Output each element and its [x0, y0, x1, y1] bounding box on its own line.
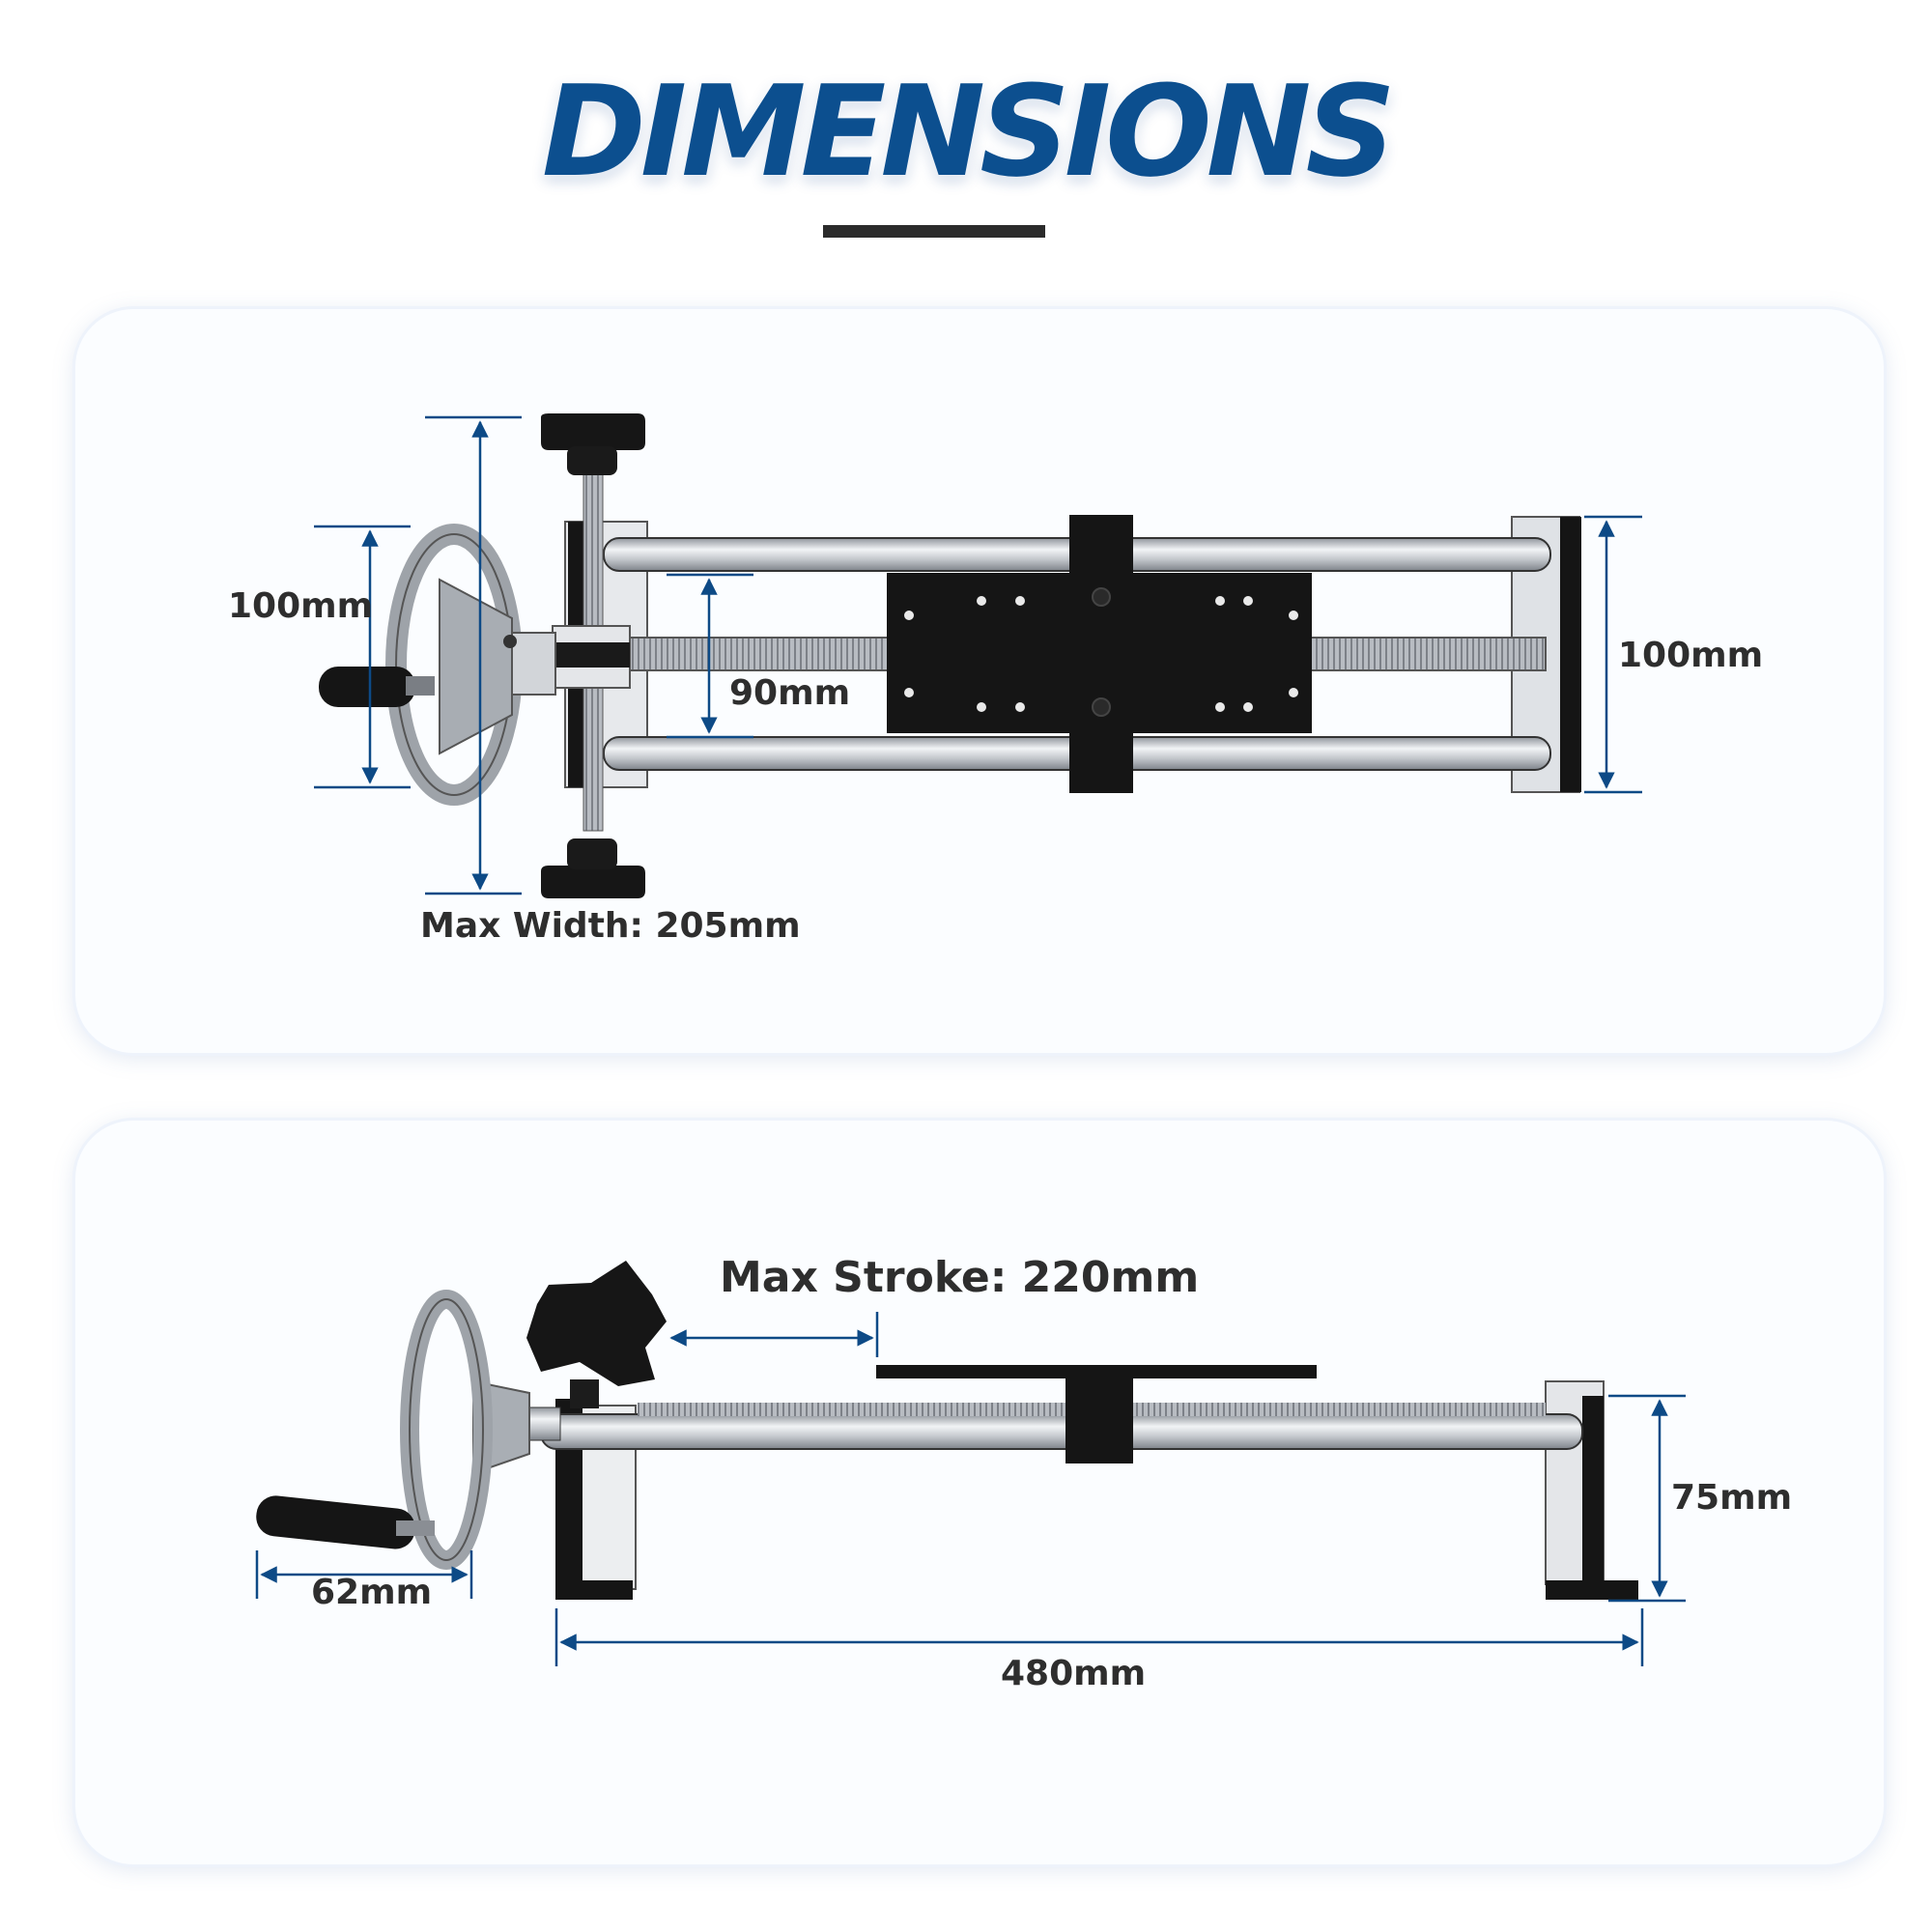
bottom-clamp-knob [541, 866, 645, 898]
left-foot [555, 1580, 633, 1600]
coupler-band [553, 642, 630, 668]
set-screw [503, 635, 517, 648]
side-view-dimensions [255, 1312, 1686, 1666]
end-height-label: 100mm [1618, 636, 1764, 675]
max-stroke-label: Max Stroke: 220mm [720, 1253, 1200, 1302]
top-knob-stem [567, 446, 617, 475]
mounting-holes [904, 596, 1298, 712]
handwheel-boss [511, 632, 556, 696]
page-title: DIMENSIONS [541, 58, 1396, 205]
side-rail [540, 1413, 1583, 1450]
rail-spacing-label: 90mm [729, 673, 851, 713]
side-carriage-plate [876, 1365, 1317, 1378]
side-crank-handle [256, 1495, 415, 1549]
plate-screw-lower [1092, 697, 1111, 717]
crank-pin [406, 676, 435, 696]
max-width-label: Max Width: 205mm [420, 906, 801, 946]
top-clamp-knob [541, 413, 645, 450]
side-knob-stem [570, 1379, 599, 1408]
side-view-drawing [256, 1261, 1638, 1600]
handle-label: 62mm [311, 1573, 433, 1612]
wheel-height-label: 100mm [228, 586, 374, 626]
right-foot [1546, 1580, 1638, 1600]
right-end-cap [1560, 517, 1581, 792]
upper-bearing-block [1069, 515, 1133, 578]
bottom-knob-stem [567, 838, 617, 869]
crank-handle [319, 667, 415, 707]
title-underline [823, 225, 1045, 238]
side-crank-pin [396, 1520, 435, 1536]
height-label: 75mm [1671, 1478, 1793, 1518]
top-view-drawing [319, 413, 1581, 898]
side-bearing-block [1065, 1378, 1133, 1463]
length-label: 480mm [1001, 1654, 1147, 1693]
side-clamp-knob [526, 1261, 667, 1386]
lower-bearing-block [1069, 730, 1133, 793]
right-leg-front [1582, 1396, 1604, 1599]
top-view-dimensions [314, 415, 1642, 895]
plate-screw-upper [1092, 587, 1111, 607]
